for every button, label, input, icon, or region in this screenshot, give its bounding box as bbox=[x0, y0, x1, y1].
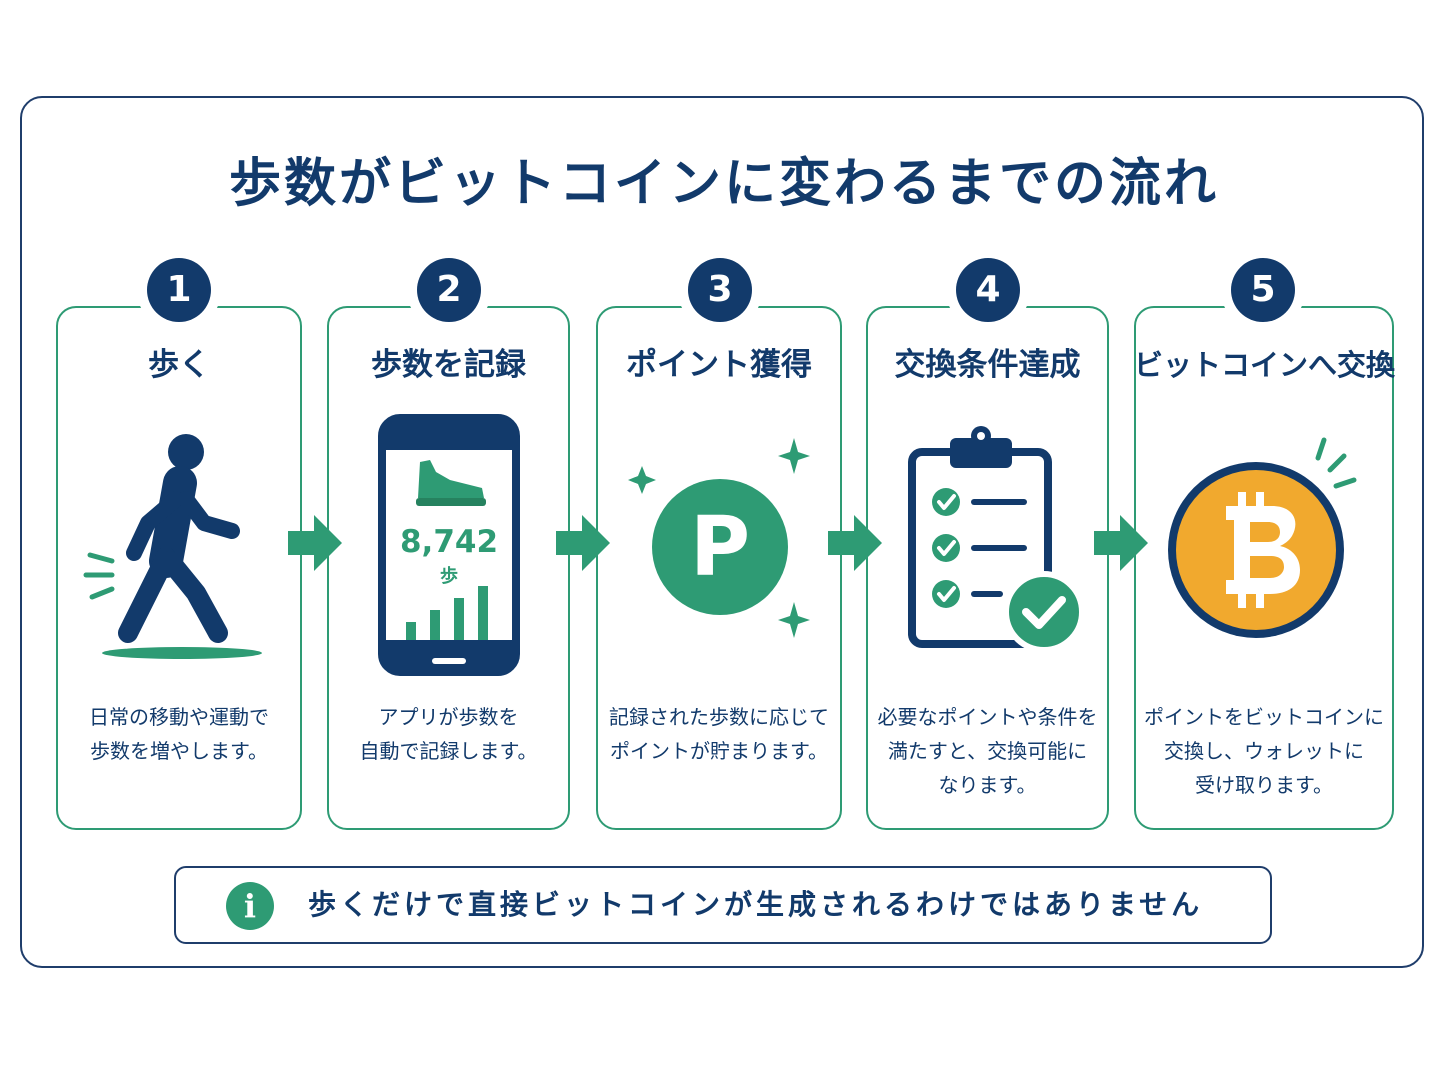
bitcoin-icon bbox=[1168, 437, 1357, 638]
step-description-3: 記録された歩数に応じて ポイントが貯まります。 bbox=[609, 705, 829, 763]
walking-person-icon bbox=[83, 434, 262, 659]
step-count-value: 8,742 bbox=[400, 524, 498, 560]
sneaker-icon bbox=[416, 460, 486, 506]
arrow-right-icon-3 bbox=[828, 515, 882, 571]
clipboard-checklist-icon bbox=[908, 426, 1085, 653]
step-title-1: 歩く bbox=[148, 347, 210, 383]
step-number-badge-5: 5 bbox=[1231, 258, 1295, 322]
step-title-4: 交換条件達成 bbox=[894, 347, 1081, 383]
step-description-4: 必要なポイントや条件を 満たすと、交換可能に なります。 bbox=[877, 705, 1098, 797]
step-title-5: ビットコインへ交換 bbox=[1134, 348, 1396, 382]
arrow-right-icon-2 bbox=[556, 515, 610, 571]
arrow-right-icon-1 bbox=[288, 515, 342, 571]
step-title-2: 歩数を記録 bbox=[371, 347, 526, 383]
diagram-frame bbox=[20, 96, 1424, 968]
info-icon: i bbox=[226, 882, 274, 930]
step-description-2: アプリが歩数を 自動で記録します。 bbox=[359, 705, 538, 763]
smartphone-step-counter-icon: 8,742 歩 bbox=[378, 414, 520, 676]
diagram-title: 歩数がビットコインに変わるまでの流れ bbox=[228, 154, 1219, 214]
step-number-badge-3: 3 bbox=[688, 258, 752, 322]
disclaimer-note: i 歩くだけで直接ビットコインが生成されるわけではありません bbox=[174, 866, 1272, 944]
step-description-1: 日常の移動や運動で 歩数を増やします。 bbox=[89, 705, 269, 763]
step-card-1 bbox=[56, 306, 302, 830]
arrow-right-icon-4 bbox=[1094, 515, 1148, 571]
step-count-unit: 歩 bbox=[440, 566, 458, 587]
step-number-badge-2: 2 bbox=[417, 258, 481, 322]
step-title-3: ポイント獲得 bbox=[626, 347, 812, 383]
point-coin-icon: P bbox=[628, 438, 810, 638]
step-number-badge-1: 1 bbox=[147, 258, 211, 322]
disclaimer-text: 歩くだけで直接ビットコインが生成されるわけではありません bbox=[308, 888, 1204, 921]
point-letter: P bbox=[690, 500, 750, 595]
step-description-5: ポイントをビットコインに 交換し、ウォレットに 受け取ります。 bbox=[1144, 705, 1384, 797]
step-number-badge-4: 4 bbox=[956, 258, 1020, 322]
